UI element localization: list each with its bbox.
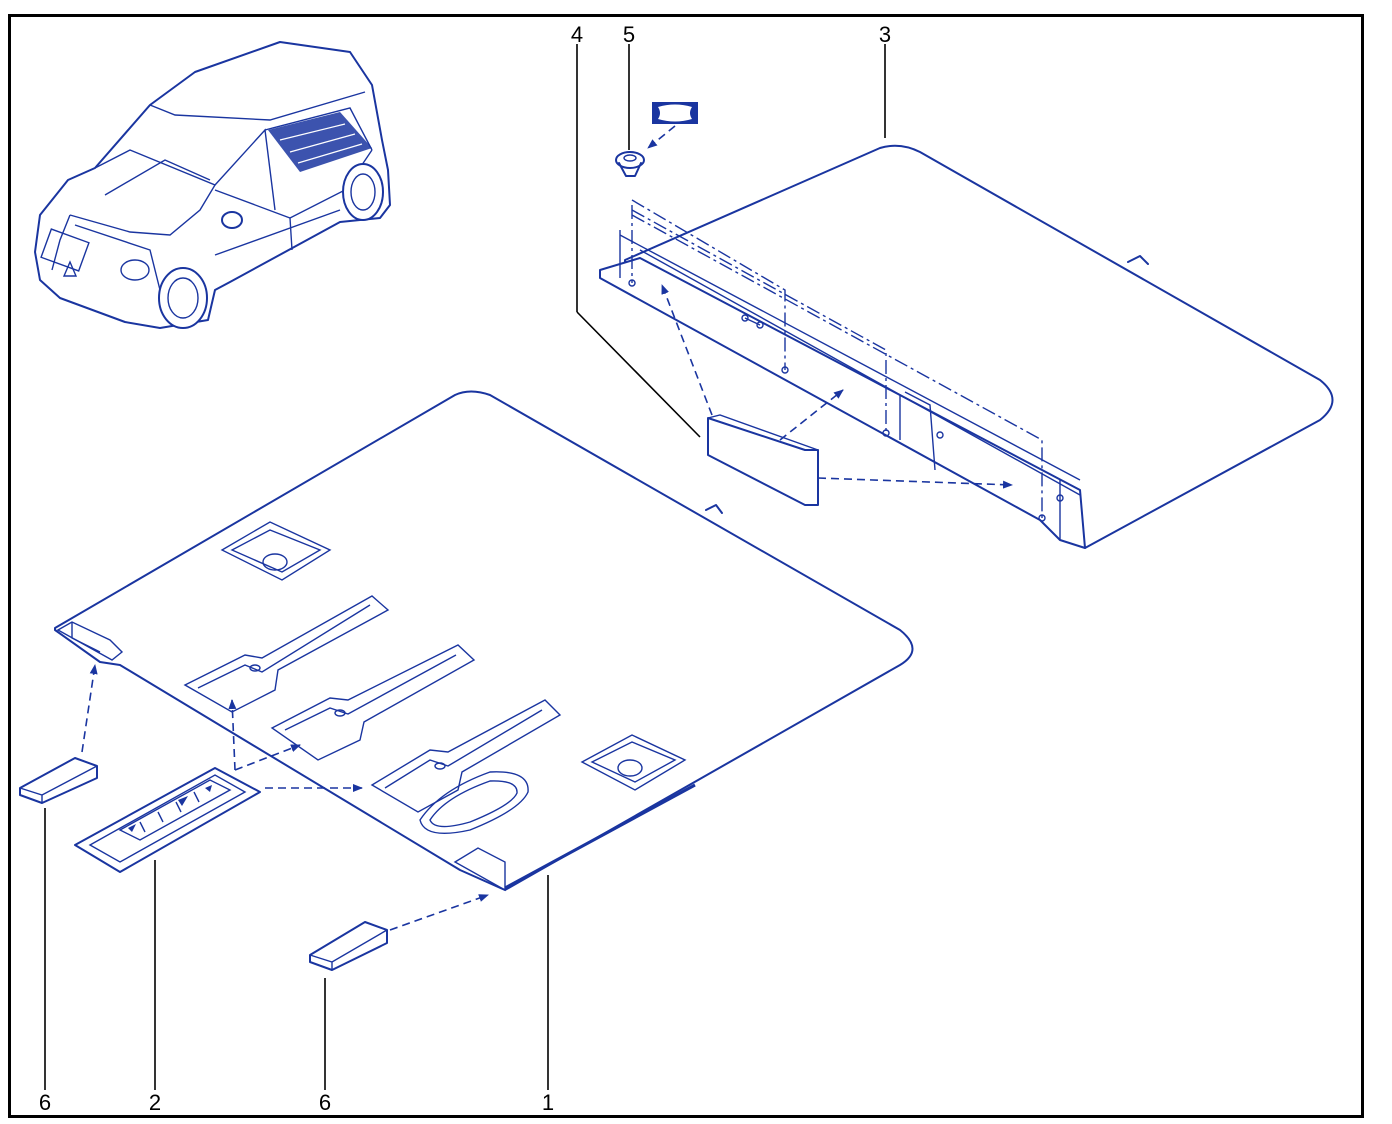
- part-2-insert-panel: [74, 767, 261, 873]
- callout-4: 4: [571, 22, 583, 47]
- callout-6-bottom: 6: [319, 1090, 331, 1115]
- callout-2: 2: [149, 1090, 161, 1115]
- callout-6-left: 6: [39, 1090, 51, 1115]
- part-1-floor-mat: [54, 390, 914, 892]
- part-3-rear-floor-panel: [599, 125, 1334, 549]
- callout-1: 1: [542, 1090, 554, 1115]
- part-6-block-bottom: [309, 921, 388, 971]
- leader-lines: [44, 44, 886, 1090]
- callout-3: 3: [879, 22, 891, 47]
- vehicle-overview-icon: [34, 41, 391, 329]
- clip-symbol-icon: [652, 102, 698, 124]
- part-6-block-left: [19, 757, 98, 804]
- callout-5: 5: [623, 22, 635, 47]
